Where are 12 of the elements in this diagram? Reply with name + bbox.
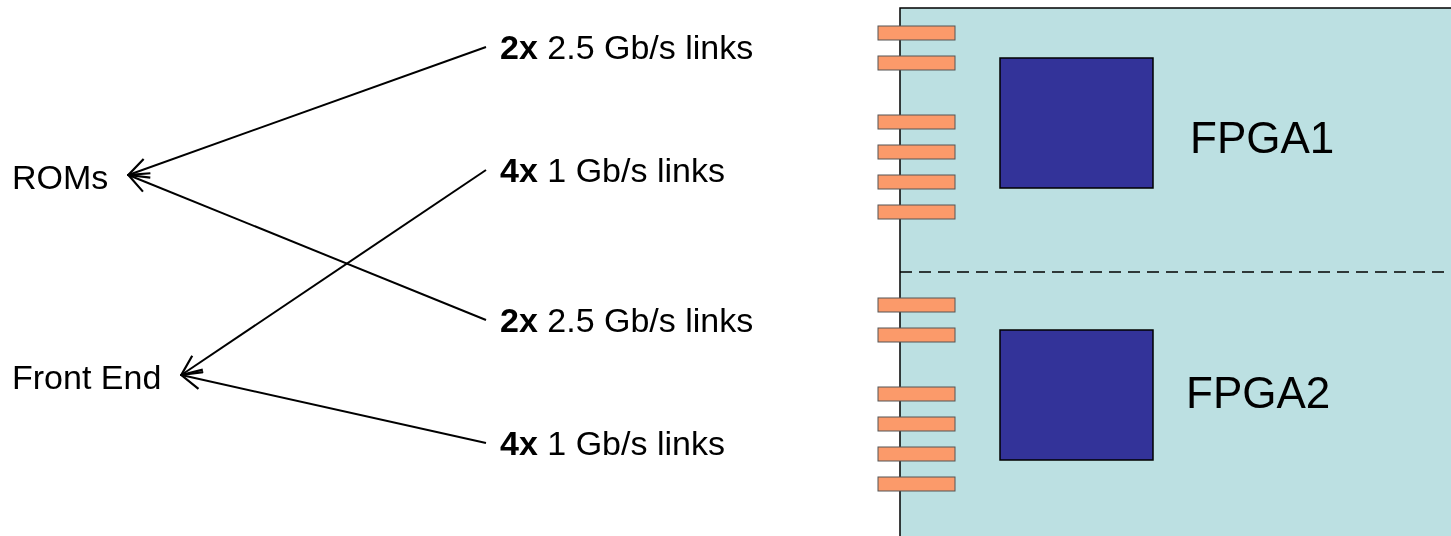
node-label: Front End	[12, 357, 162, 397]
arrow	[127, 46, 487, 179]
arrow	[127, 172, 487, 321]
node-label: 4x 1 Gb/s links	[500, 150, 725, 190]
node-label: 4x 1 Gb/s links	[500, 423, 725, 463]
node-label: 2x 2.5 Gb/s links	[500, 27, 754, 67]
arrow	[180, 169, 487, 377]
chip-label: FPGA1	[1190, 113, 1335, 163]
node-label: 2x 2.5 Gb/s links	[500, 300, 754, 340]
chip-label: FPGA2	[1186, 368, 1331, 418]
arrow	[180, 368, 487, 444]
node-label: ROMs	[12, 157, 109, 197]
